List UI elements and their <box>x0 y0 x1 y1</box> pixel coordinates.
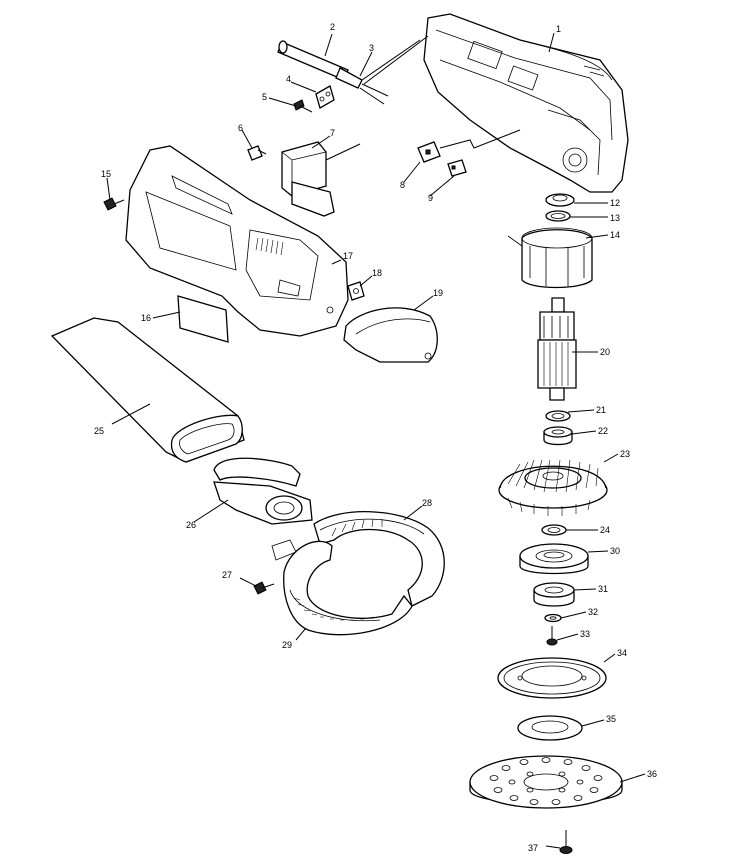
callout-34: 34 <box>617 648 627 658</box>
callout-7: 7 <box>330 128 335 138</box>
callout-29: 29 <box>282 640 292 650</box>
callout-30: 30 <box>610 546 620 556</box>
callout-32: 32 <box>588 607 598 617</box>
part-37-screw <box>559 830 573 854</box>
part-36-sanding-pad <box>469 755 623 809</box>
callout-6: 6 <box>238 123 243 133</box>
callout-26: 26 <box>186 520 196 530</box>
part-19-front-cap <box>343 307 438 363</box>
part-17-handle-housing <box>125 145 349 337</box>
callout-24: 24 <box>600 525 610 535</box>
part-24-washer <box>541 524 567 536</box>
callout-31: 31 <box>598 584 608 594</box>
part-26-dust-adapter <box>213 457 313 525</box>
part-4-cord-clamp <box>315 85 335 109</box>
part-33-screw <box>546 626 558 646</box>
part-31-bearing <box>533 582 575 607</box>
callout-2: 2 <box>330 22 335 32</box>
callout-36: 36 <box>647 769 657 779</box>
callout-13: 13 <box>610 213 620 223</box>
callout-5: 5 <box>262 92 267 102</box>
callout-15: 15 <box>101 169 111 179</box>
part-16-label <box>177 295 229 343</box>
callout-18: 18 <box>372 268 382 278</box>
callout-22: 22 <box>598 426 608 436</box>
callout-33: 33 <box>580 629 590 639</box>
part-9-carbon-brush <box>447 159 467 177</box>
part-34-plate <box>497 657 607 699</box>
part-29-shroud <box>271 539 413 636</box>
part-21-washer <box>545 410 571 422</box>
callout-labels: 1 2 3 4 5 6 7 8 9 12 13 14 15 16 17 18 1… <box>94 22 657 853</box>
part-30-bearing-housing <box>519 543 589 575</box>
callout-21: 21 <box>596 405 606 415</box>
callout-4: 4 <box>286 74 291 84</box>
callout-9: 9 <box>428 193 433 203</box>
part-1-motor-housing <box>423 13 629 193</box>
part-15-screw <box>103 197 125 211</box>
callout-25: 25 <box>94 426 104 436</box>
part-18-nut <box>347 281 365 301</box>
callout-23: 23 <box>620 449 630 459</box>
part-23-fan <box>498 459 608 516</box>
callout-16: 16 <box>141 313 151 323</box>
callout-8: 8 <box>400 180 405 190</box>
part-7-switch <box>281 141 361 217</box>
callout-3: 3 <box>369 43 374 53</box>
part-5-screw <box>293 99 313 113</box>
callout-14: 14 <box>610 230 620 240</box>
callout-12: 12 <box>610 198 620 208</box>
callout-1: 1 <box>556 24 561 34</box>
part-8-brush-holder <box>417 141 441 163</box>
part-12-bearing <box>545 193 575 207</box>
callout-35: 35 <box>606 714 616 724</box>
part-6-terminal <box>247 145 267 161</box>
part-25-dust-bag <box>50 317 245 463</box>
part-35-seal <box>517 715 583 741</box>
part-22-bearing <box>543 426 573 446</box>
part-20-armature <box>537 297 577 401</box>
callout-17: 17 <box>343 251 353 261</box>
part-32-washer <box>544 613 562 623</box>
callout-37: 37 <box>528 843 538 853</box>
part-13-ring <box>545 210 571 222</box>
part-28-shroud-ring <box>313 511 445 607</box>
callout-20: 20 <box>600 347 610 357</box>
callout-19: 19 <box>433 288 443 298</box>
callout-28: 28 <box>422 498 432 508</box>
part-14-field <box>507 227 593 289</box>
leader-lines <box>106 32 646 849</box>
part-3-cord <box>361 35 429 85</box>
part-27-screw <box>253 581 275 595</box>
callout-27: 27 <box>222 570 232 580</box>
part-2-cord-guard <box>277 40 389 105</box>
